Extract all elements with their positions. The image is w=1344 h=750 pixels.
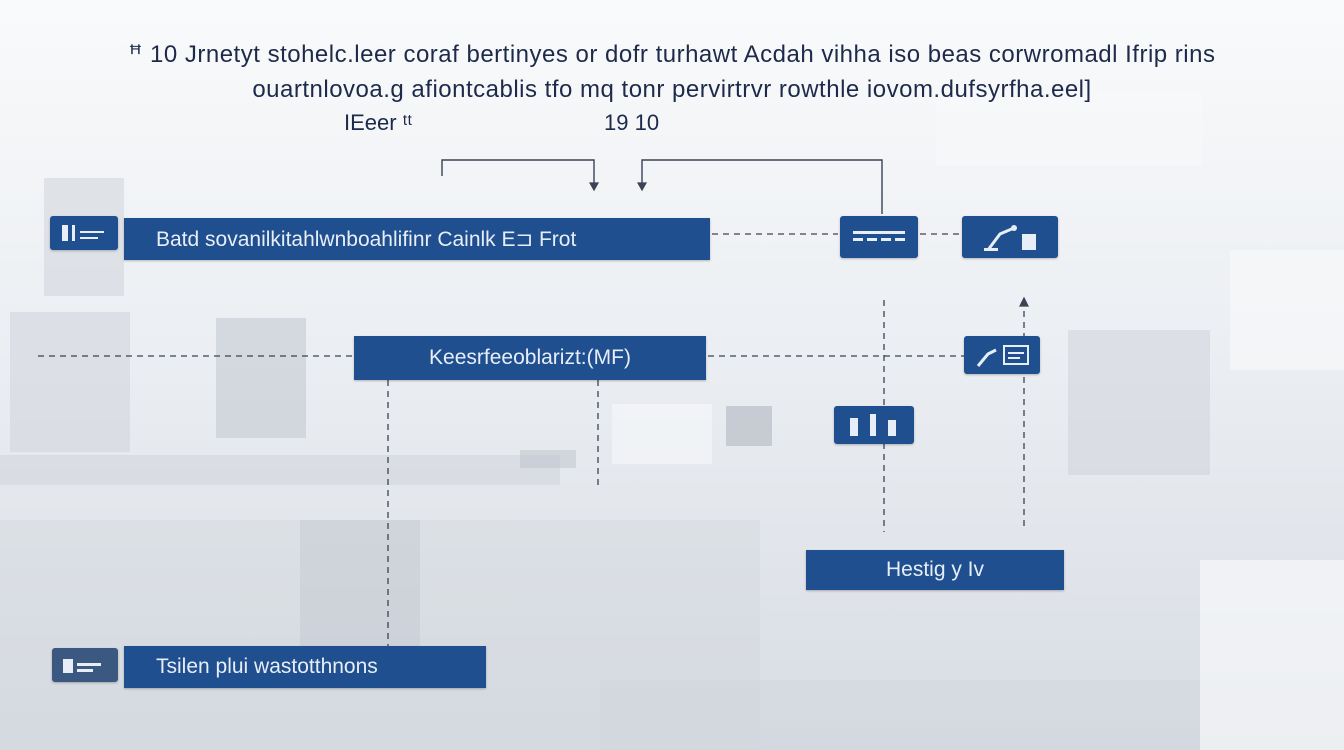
note-left: IEeer ᵗᵗ — [344, 110, 413, 135]
robot-monitor-icon-box[interactable] — [964, 336, 1040, 374]
panel-icon — [853, 231, 905, 241]
arrow-head-2 — [636, 182, 648, 192]
machine-icon-box[interactable] — [52, 648, 118, 682]
bg-machine — [10, 312, 130, 452]
bg-sketch — [612, 404, 712, 464]
machine-icon — [63, 659, 101, 673]
server-icon-box[interactable] — [50, 216, 118, 250]
bg-machine-2 — [216, 318, 306, 438]
bg-circuit-board — [1068, 330, 1210, 475]
equipment-icon — [850, 414, 896, 436]
bracket-right — [641, 159, 883, 214]
bg-pipe — [1230, 250, 1344, 370]
node-mid-bar[interactable]: Keesrfeeoblarizt:(MF) — [354, 336, 706, 380]
server-icon — [62, 225, 104, 241]
bg-panel — [936, 90, 1202, 166]
robot-arm-icon-box[interactable] — [962, 216, 1058, 258]
bg-cabinet-right — [1200, 560, 1344, 750]
equipment-icon-box[interactable] — [834, 406, 914, 444]
node-top-bar[interactable]: Batd sovanilkitahlwnboahlifinr Cainlk E⊐… — [124, 218, 710, 260]
node-right-bar[interactable]: Hestig y Iv — [806, 550, 1064, 590]
bg-rail-cap — [520, 450, 576, 468]
bg-screen — [726, 406, 772, 446]
bracket-left — [441, 159, 595, 190]
heading-line-1: ꟸ 10 Jrnetyt stohelc.leer coraf bertinye… — [128, 41, 1216, 68]
bg-rail — [0, 455, 560, 485]
panel-icon-box[interactable] — [840, 216, 918, 258]
robot-monitor-icon — [976, 345, 1029, 367]
node-bottom-bar[interactable]: Tsilen plui wastotthnons — [124, 646, 486, 688]
robot-arm-icon — [984, 225, 1036, 251]
arrow-head-1 — [588, 182, 600, 192]
arrow-head-3 — [1019, 296, 1029, 307]
note-right: 19 10 — [604, 110, 660, 135]
heading-line-2: ouartnlovoa.g afiontcablis tfo mq tonr p… — [252, 76, 1092, 103]
bg-floor-equipment — [0, 520, 760, 750]
